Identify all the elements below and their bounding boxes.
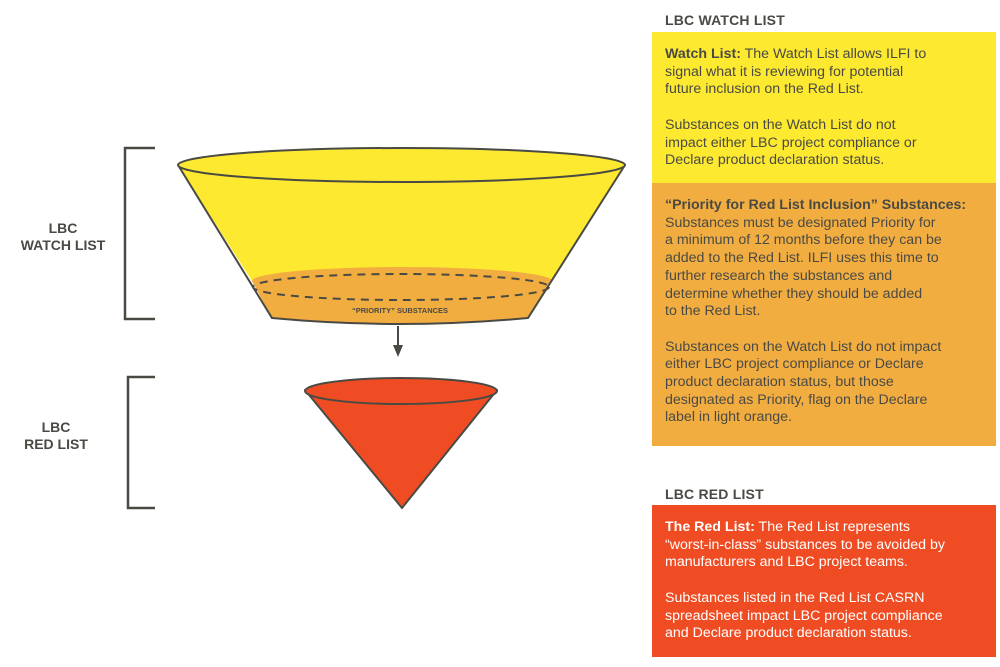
label-line: LBC [48,220,78,236]
watch-list-heading: LBC WATCH LIST [665,12,785,28]
red-list-box: The Red List: The Red List represents “w… [652,505,996,657]
text-line: Substances on the Watch List do not impa… [665,338,942,355]
label-line: LBC [41,419,71,435]
text-line: a minimum of 12 months before they can b… [665,232,942,249]
priority-box: “Priority for Red List Inclusion” Substa… [652,183,996,446]
paragraph: Substances on the Watch List do not impa… [665,117,984,170]
red-cone-rim [304,377,498,405]
priority-label: “PRIORITY” SUBSTANCES [352,306,448,315]
text-line: product declaration status, but those [665,374,894,391]
paragraph: The Red List: The Red List represents “w… [665,519,984,572]
bold-term: The Red List: [665,519,755,535]
text-line: further research the substances and [665,267,893,284]
text-line: added to the Red List. ILFI uses this ti… [665,250,939,267]
text-line: The Red List: The Red List represents [665,519,984,537]
text-line: future inclusion on the Red List. [665,81,864,98]
text-line: label in light orange. [665,409,792,426]
watch-funnel-body [178,165,625,281]
paragraph: “Priority for Red List Inclusion” Substa… [665,197,984,321]
text-line: spreadsheet impact LBC project complianc… [665,607,943,624]
priority-band [252,267,552,324]
watch-list-side-label: LBC WATCH LIST [0,220,126,254]
text-line: either LBC project compliance or Declare [665,356,924,373]
text-line: “Priority for Red List Inclusion” Substa… [665,197,984,215]
arrow-down-icon [393,326,403,357]
paragraph: Substances listed in the Red List CASRN … [665,590,984,643]
text-line: signal what it is reviewing for potentia… [665,63,904,80]
label-line: RED LIST [24,436,88,452]
red-list-side-label: LBC RED LIST [0,419,112,453]
text-line: Watch List: The Watch List allows ILFI t… [665,46,984,64]
text-line: designated as Priority, flag on the Decl… [665,391,928,408]
paragraph: Substances on the Watch List do not impa… [665,339,984,428]
text: The Red List represents [754,519,910,535]
text-line: Substances on the Watch List do not [665,116,896,133]
bold-term: Watch List: [665,46,741,62]
text-line: manufacturers and LBC project teams. [665,554,908,571]
red-list-heading: LBC RED LIST [665,486,764,502]
text-line: Substances listed in the Red List CASRN [665,589,925,606]
funnel-diagram: “PRIORITY” SUBSTANCES [123,146,626,510]
text-line: and Declare product declaration status. [665,625,912,642]
priority-dashed-boundary [252,273,550,301]
bold-term: “Priority for Red List Inclusion” Substa… [665,197,967,213]
watch-funnel-rim [177,147,626,183]
text-line: “worst-in-class” substances to be avoide… [665,536,945,553]
label-line: WATCH LIST [20,237,106,253]
text-line: impact either LBC project compliance or [665,134,917,151]
text-line: Declare product declaration status. [665,152,885,169]
watch-list-box: Watch List: The Watch List allows ILFI t… [652,32,996,183]
watch-funnel-outline [177,164,626,325]
text: The Watch List allows ILFI to [740,46,927,62]
text-line: Substances must be designated Priority f… [665,214,936,231]
paragraph: Watch List: The Watch List allows ILFI t… [665,46,984,99]
red-cone-body [304,389,498,509]
text-line: determine whether they should be added [665,285,923,302]
watch-list-bracket [123,146,155,321]
red-list-bracket [126,375,155,510]
text-line: to the Red List. [665,303,761,320]
